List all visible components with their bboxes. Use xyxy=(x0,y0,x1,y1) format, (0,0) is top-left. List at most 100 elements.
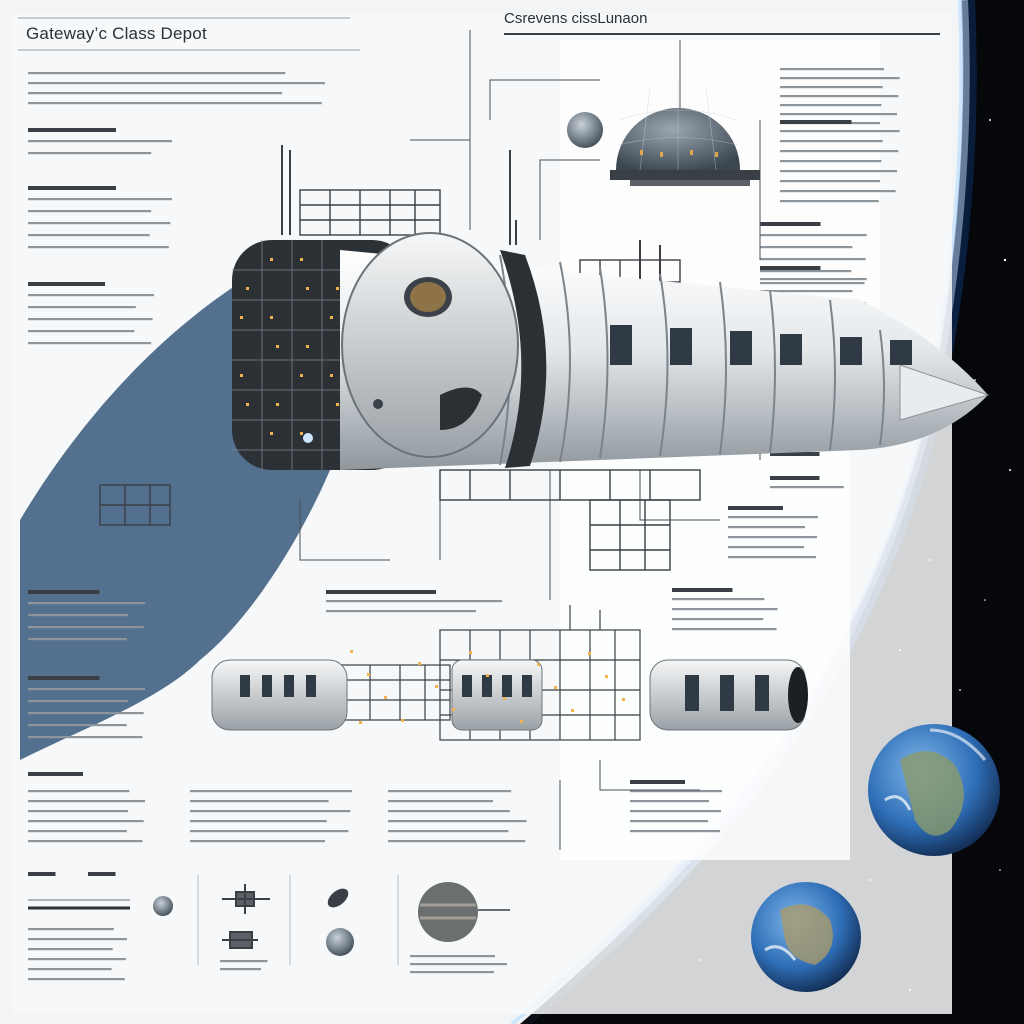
spec-panel xyxy=(560,440,850,860)
depot-main-icon xyxy=(99,232,990,571)
window-light xyxy=(306,287,309,290)
window-light xyxy=(503,697,506,700)
text-line xyxy=(760,270,852,273)
text-blocks-left xyxy=(28,72,527,843)
text-line xyxy=(28,676,100,680)
text-line xyxy=(780,95,899,98)
text-line xyxy=(630,810,721,813)
window-light xyxy=(336,287,339,290)
text-line xyxy=(28,246,169,249)
text-line xyxy=(28,92,283,95)
text-line xyxy=(780,86,883,89)
text-line xyxy=(28,128,116,132)
text-line xyxy=(630,830,720,833)
dome-module-icon xyxy=(610,80,760,186)
window-light xyxy=(359,721,362,724)
window-light xyxy=(554,686,557,689)
text-line xyxy=(410,955,495,958)
hull-window xyxy=(670,328,692,365)
window-light xyxy=(435,685,438,688)
text-line xyxy=(672,628,777,631)
text-line xyxy=(28,948,113,951)
text-line xyxy=(630,820,708,823)
earth-icon-small xyxy=(751,882,861,992)
text-line xyxy=(28,152,152,155)
text-line xyxy=(28,210,152,213)
text-line xyxy=(28,234,150,237)
text-line xyxy=(190,790,352,793)
text-line xyxy=(760,246,853,249)
text-line xyxy=(28,306,136,309)
text-line xyxy=(760,282,865,285)
text-line xyxy=(410,971,494,974)
window-light xyxy=(401,719,404,722)
text-line xyxy=(190,840,325,843)
text-line xyxy=(28,102,322,105)
text-line xyxy=(28,872,56,876)
window-light xyxy=(418,662,421,665)
text-line xyxy=(780,190,896,193)
text-line xyxy=(28,602,145,605)
window-light xyxy=(270,258,273,261)
text-line xyxy=(28,638,127,641)
window-light xyxy=(330,316,333,319)
text-line xyxy=(630,780,685,784)
window-light xyxy=(622,698,625,701)
window-light xyxy=(336,403,339,406)
hull-window xyxy=(730,331,752,365)
text-line xyxy=(28,282,105,286)
text-line xyxy=(728,526,805,529)
text-line xyxy=(760,278,867,281)
text-line xyxy=(28,330,135,333)
window-light xyxy=(300,432,303,435)
window-light xyxy=(571,709,574,712)
text-line xyxy=(28,736,143,739)
text-line xyxy=(728,536,817,539)
text-line xyxy=(28,978,125,981)
bottom-icons xyxy=(28,875,510,965)
text-line xyxy=(780,130,900,133)
window-light xyxy=(276,345,279,348)
probe-sphere-icon xyxy=(567,112,603,148)
text-line xyxy=(88,872,116,876)
window-light xyxy=(486,674,489,677)
text-line xyxy=(760,266,821,270)
text-line xyxy=(760,290,853,293)
hull-window xyxy=(890,340,912,365)
capsule-icon xyxy=(326,888,354,956)
text-line xyxy=(28,700,129,703)
text-line xyxy=(28,294,154,297)
window-light xyxy=(246,287,249,290)
window-light xyxy=(588,652,591,655)
window-light xyxy=(520,720,523,723)
text-line xyxy=(28,938,127,941)
text-line xyxy=(190,830,349,833)
text-line xyxy=(28,342,152,345)
text-line xyxy=(780,150,899,153)
window-light xyxy=(240,374,243,377)
text-line xyxy=(780,68,884,71)
text-line xyxy=(388,790,512,793)
text-line xyxy=(28,72,286,75)
window-light xyxy=(270,316,273,319)
text-line xyxy=(780,104,882,107)
window-light xyxy=(306,345,309,348)
text-line xyxy=(780,170,897,173)
text-line xyxy=(780,77,900,80)
window-light xyxy=(350,650,353,653)
hull-window xyxy=(840,337,862,365)
text-line xyxy=(780,180,881,183)
window-light xyxy=(469,651,472,654)
text-line xyxy=(28,790,130,793)
text-line xyxy=(28,140,172,143)
text-line xyxy=(28,198,172,201)
document-title: Gateway’c Class Depot xyxy=(26,24,207,43)
text-line xyxy=(28,590,100,594)
hull-window xyxy=(610,325,632,365)
window-light xyxy=(300,258,303,261)
section-title: Csrevens cissLunaon xyxy=(504,10,648,27)
text-line xyxy=(190,810,351,813)
text-line xyxy=(780,140,883,143)
text-line xyxy=(630,790,722,793)
